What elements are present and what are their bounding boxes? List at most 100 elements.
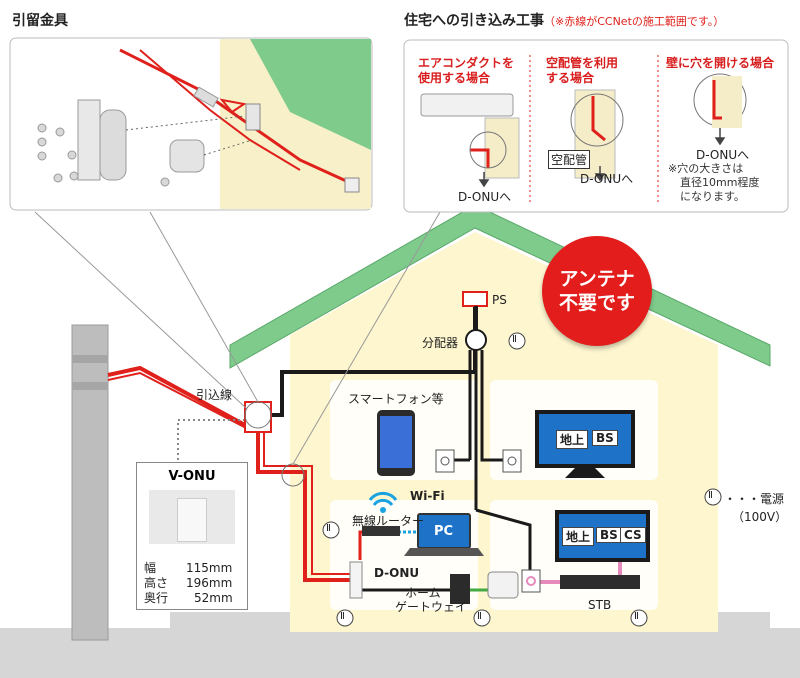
fiber-to-donu	[256, 432, 352, 582]
panel-bracket-wall	[245, 103, 261, 131]
power-sym-5: Ⅱ	[634, 611, 639, 622]
home-gateway-device	[450, 574, 470, 604]
cable-to-tv-lower	[475, 508, 532, 575]
power-sym-2: Ⅱ	[326, 523, 331, 534]
case3-wall	[712, 76, 742, 128]
outlet-socket-1	[440, 456, 450, 466]
vonu-card: V-ONU	[136, 462, 248, 610]
no-antenna-badge: アンテナ 不要です	[542, 236, 652, 346]
case2-zoom	[570, 93, 624, 147]
case3-heading: 壁に穴を開ける場合	[666, 56, 774, 71]
assembly-guide-2	[203, 139, 253, 156]
case3-heading-line1: 壁に穴を開ける場合	[666, 56, 775, 70]
case2-heading: 空配管を利用 する場合	[546, 56, 618, 86]
power-legend-sub: （100V）	[732, 510, 788, 524]
install-panel-title: 住宅への引き込み工事（※赤線がCCNetの施工範囲です。）	[404, 10, 724, 30]
bracket-screws	[37, 123, 170, 187]
badge-line2: 不要です	[558, 292, 635, 314]
tv-lower-ch1: 地上	[562, 527, 595, 546]
vonu-title: V-ONU	[168, 469, 216, 484]
leader-left-2	[34, 211, 247, 409]
panel-roof-corner	[250, 39, 371, 150]
vonu-spec-row-2: 奥行	[144, 590, 168, 606]
badge-line1: アンテナ	[559, 268, 635, 290]
home-gateway-label: ホーム ゲートウェイ	[395, 586, 467, 614]
power-sym-legend: Ⅱ	[708, 490, 713, 501]
bracket-part-small	[169, 139, 205, 173]
vonu-spec-value-2-wrap: 52mm	[194, 590, 233, 606]
smartphone-label: スマートフォン等	[348, 392, 444, 406]
case3-note-line2: 直径10mm程度	[680, 176, 760, 189]
drop-line-label: 引込線	[196, 388, 233, 402]
tv-upper-ch1: 地上	[556, 430, 589, 449]
tv-lower-ch3: CS	[620, 527, 646, 543]
wifi-arc-1	[368, 491, 398, 501]
power-sym-3: Ⅱ	[340, 611, 345, 622]
panel-clamp	[193, 86, 219, 108]
case2-caption: D-ONUへ	[580, 172, 634, 186]
panel-hook	[219, 98, 247, 114]
power-sym-4: Ⅱ	[477, 611, 482, 622]
vonu-dotted-link	[177, 419, 250, 462]
bracket-panel-title: 引留金具	[12, 13, 68, 29]
case3-cable	[712, 80, 722, 120]
bracket-part-saddle	[99, 109, 127, 181]
leader-left-1	[149, 211, 259, 403]
ground	[0, 628, 800, 678]
wall-outlet-upper-right	[502, 449, 522, 473]
wall-outlet-upper-left	[435, 449, 455, 473]
tv-upper-ch2: BS	[592, 430, 618, 446]
vonu-device	[177, 498, 207, 542]
wifi-dot	[380, 507, 386, 513]
d-onu-label: D-ONU	[374, 566, 420, 580]
case1-zoom	[469, 131, 507, 169]
drop-line-cable-2	[107, 371, 251, 431]
power-sym-1: Ⅱ	[512, 334, 517, 345]
case1-heading: エアコンダクトを 使用する場合	[418, 56, 514, 86]
home-gateway-line2: ゲートウェイ	[395, 600, 468, 614]
vonu-spec-row-0: 幅	[144, 560, 156, 576]
leader-right	[292, 211, 441, 465]
case1-wall	[484, 117, 520, 179]
outlet-socket-3	[526, 576, 536, 586]
vonu-spec-row-1: 高さ	[144, 575, 168, 591]
wireless-router	[362, 526, 400, 536]
case1-cable	[470, 148, 490, 168]
outlet-socket-2	[507, 456, 517, 466]
pole-band-2	[72, 382, 108, 390]
stb-label: STB	[588, 598, 612, 612]
home-gateway-line1: ホーム	[405, 586, 441, 600]
pc-label: PC	[434, 524, 454, 539]
tv-lower-ch2: BS	[596, 527, 622, 543]
case3-note-line3: になります。	[680, 190, 745, 203]
splitter-label: 分配器	[422, 336, 459, 350]
panel-fixture	[344, 177, 360, 193]
case1-heading-line2: 使用する場合	[418, 71, 491, 85]
vonu-spec-value-1: 196mm	[186, 576, 233, 590]
smartphone-screen	[380, 416, 412, 468]
bracket-part-large	[77, 99, 101, 181]
vonu-spec-label-2: 奥行	[144, 591, 169, 605]
case1-heading-line1: エアコンダクトを	[418, 56, 515, 70]
panel-cable-2	[139, 49, 301, 171]
ps-box	[462, 291, 488, 307]
cable-to-tv-upper	[480, 350, 510, 462]
d-onu-device	[349, 561, 363, 599]
pole-band-1	[72, 355, 108, 363]
ps-label: PS	[492, 293, 507, 307]
router-label: 無線ルーター	[352, 514, 425, 528]
vonu-spec-value-0-wrap: 115mm	[186, 560, 232, 576]
power-symbols	[322, 332, 722, 627]
vonu-spec-value-1-wrap: 196mm	[186, 575, 232, 591]
case2-cable	[591, 96, 606, 142]
case1-caption: D-ONUへ	[458, 190, 512, 204]
vonu-spec-value-0: 115mm	[186, 561, 233, 575]
case3-note-line1: ※穴の大きさは	[668, 162, 744, 175]
telephone	[487, 571, 519, 599]
power-legend-text: ・・・電源	[724, 492, 785, 506]
vonu-spec-label-0: 幅	[144, 561, 157, 575]
install-panel-note: （※赤線がCCNetの施工範囲です。）	[544, 15, 725, 28]
laptop-base	[404, 548, 484, 556]
case2-tag: 空配管	[548, 150, 591, 169]
